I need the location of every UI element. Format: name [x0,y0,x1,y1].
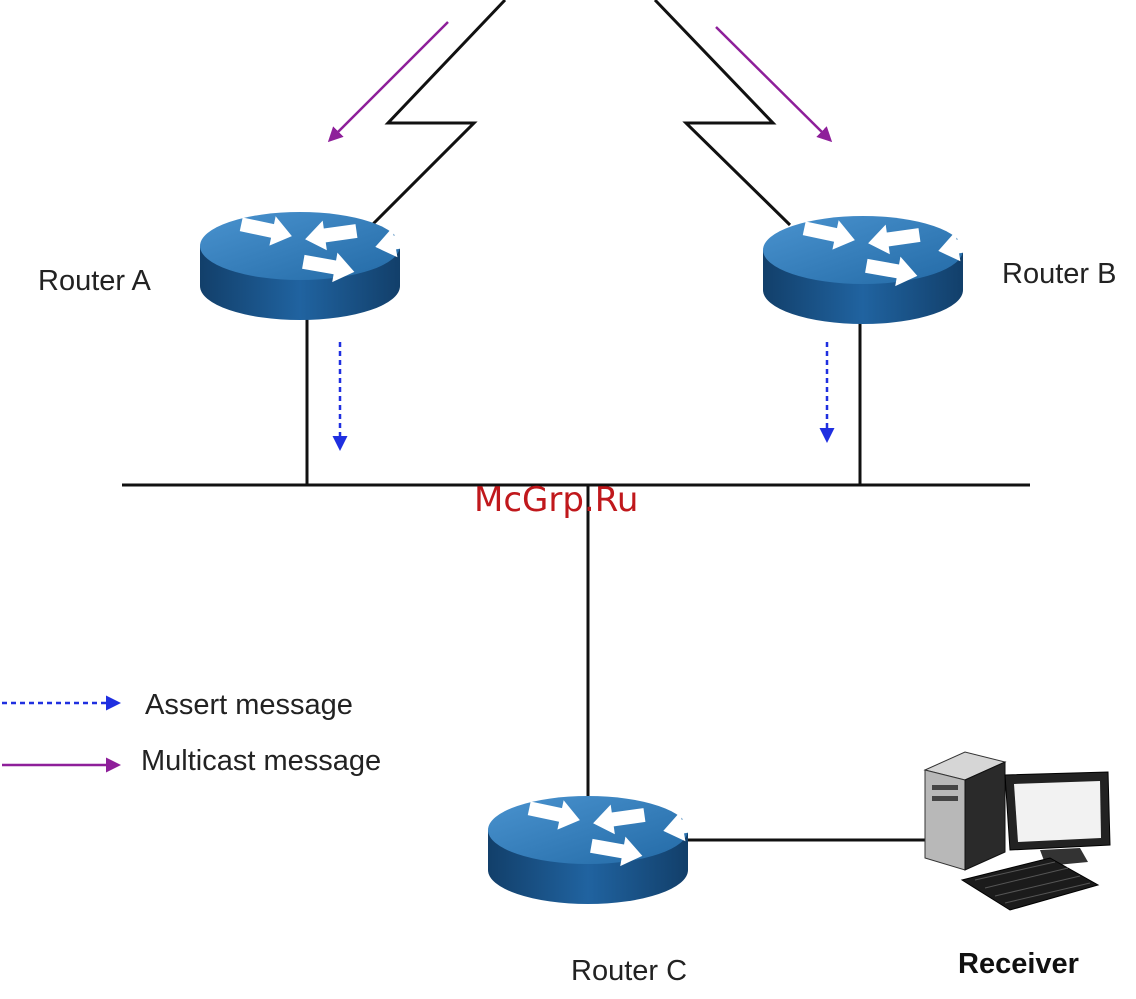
router-c-icon [488,794,717,904]
wan-link-router-a [372,0,505,225]
router-b-label: Router B [1002,258,1116,291]
router-a-icon [200,210,429,320]
legend-multicast-label: Multicast message [141,745,381,778]
watermark: McGrp.Ru [474,480,638,520]
legend-assert-label: Assert message [145,689,353,722]
router-b-icon [763,214,992,324]
desktop-computer-icon [925,752,1110,910]
router-a-label: Router A [38,265,151,298]
router-c-label: Router C [571,955,687,988]
receiver-label: Receiver [958,948,1079,981]
